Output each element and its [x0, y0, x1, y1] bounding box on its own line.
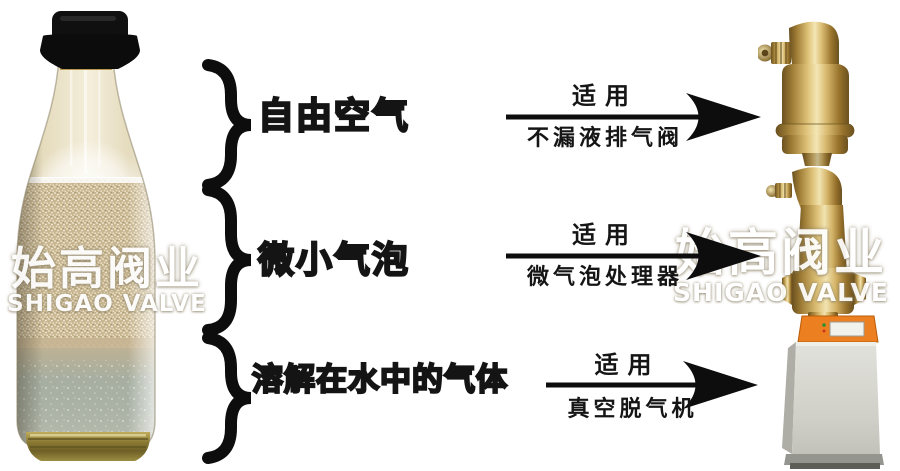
- watermark-left-en: SHIGAO VALVE: [7, 291, 207, 317]
- bottle-cap: [40, 11, 140, 69]
- watermark-left-cn: 始高阀业: [10, 242, 203, 295]
- category-label-micro-bubbles: 微小气泡: [257, 240, 411, 281]
- solution-label-row3: 真空脱气机: [567, 396, 698, 422]
- carbonated-water-bottle-photo: [16, 11, 156, 461]
- machine-cabinet: [792, 342, 880, 454]
- machine-display: [829, 321, 865, 337]
- solution-label-row2: 微气泡处理器: [526, 264, 683, 290]
- watermark-right-en: SHIGAO VALVE: [673, 278, 889, 307]
- category-label-free-air: 自由空气: [257, 96, 411, 137]
- brace-icon-micro-bubbles: [202, 184, 252, 336]
- watermark-left: 始高阀业 SHIGAO VALVE: [0, 246, 214, 316]
- solution-label-row1: 不漏液排气阀: [526, 125, 683, 151]
- brace-icon-free-air: [202, 59, 252, 191]
- category-label-dissolved-gas: 溶解在水中的气体: [251, 362, 508, 398]
- brass-microbubble-processor-photo: [766, 167, 866, 321]
- brass-air-vent-valve-photo: [758, 21, 855, 166]
- vacuum-degasser-machine-photo: [782, 315, 884, 469]
- bottle-liquid: [17, 58, 155, 446]
- brace-icon-dissolved-gas: [202, 332, 252, 464]
- arrow-caption-applicable-row1: 适用: [572, 81, 638, 110]
- arrow-caption-applicable-row2: 适用: [572, 220, 638, 249]
- arrow-caption-applicable-row3: 适用: [594, 350, 661, 379]
